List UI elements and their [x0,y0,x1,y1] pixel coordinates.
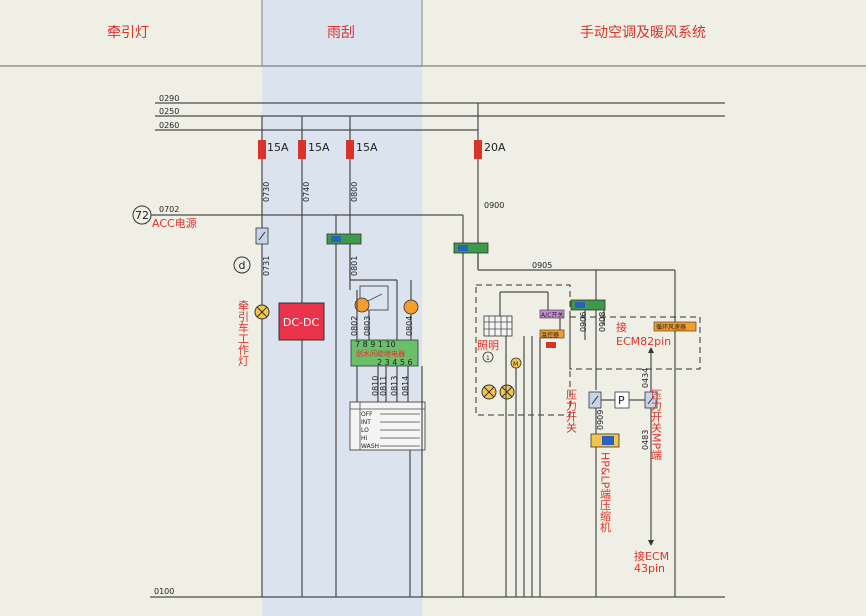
connect-ecm43-a: 接ECM [634,550,669,563]
header-traction-lamp: 牵引灯 [107,25,149,41]
acc-power-line: 72 0702 ACC电源 [132,205,463,230]
wire-label-0290: 0290 [159,94,179,103]
ecm82-pin-label: ECM82pin [616,335,671,348]
fuse-f3: 15A [346,140,378,159]
header-wiper: 雨刮 [327,25,355,41]
connect-ecm82-label: 接 [616,321,627,334]
dcdc-label: DC-DC [283,316,320,329]
temp-ctrl-label: 温控器 [541,331,559,339]
d-circle-label: d [239,259,246,272]
wiper-circuit: 0801 0802 0803 0804 7 8 9 1 10 刮水间歇继电器 2… [326,215,426,597]
hvac-circuit: 0905 照明 A/C开关 温控器 0906 0908 循 [453,215,701,597]
fuse-f2: 15A [298,140,330,159]
wire-label-0483: 0483 [641,430,650,450]
fuse-f3-label: 15A [356,141,378,154]
wire-label-0908: 0908 [598,312,607,332]
fuse-f1-label: 15A [267,141,289,154]
lighting-label: 照明 [477,339,499,352]
p-label: P [618,394,625,407]
wiper-switch-table [349,401,426,451]
fuse-f1: 15A [258,140,289,159]
cycle-switch-label: 循环风速器 [656,323,686,331]
wire-label-0909: 0909 [596,410,605,430]
relay-pins-bottom: 2 3 4 5 6 [377,358,413,367]
header-hvac: 手动空调及暖风系统 [580,25,706,41]
wire-label-0804: 0804 [405,316,414,336]
wire-label-0740: 0740 [302,182,311,202]
wire-label-0434: 0434 [641,368,650,388]
traction-work-lamp-label: 牵引车工作灯 [237,300,250,366]
motor-m-label: M [513,361,518,368]
wire-label-0811: 0811 [379,376,388,396]
connect-ecm43-b: 43pin [634,562,665,575]
wire-label-0731: 0731 [262,256,271,276]
pressure-switch-1-label: 压力开关 [565,389,578,434]
wire-label-0900: 0900 [484,201,504,210]
wire-label-0702: 0702 [159,205,179,214]
wire-label-0730: 0730 [262,182,271,202]
fuse-f4-label: 20A [484,141,506,154]
wiper-relay-label: 刮水间歇继电器 [356,349,405,358]
wire-label-0906: 0906 [579,312,588,332]
wiper-relay [350,339,419,367]
acc-circle-label: 72 [135,209,149,222]
wire-label-0810: 0810 [371,376,380,396]
acc-power-label: ACC电源 [152,216,197,230]
relay-pins-top: 7 8 9 1 10 [355,340,396,349]
compressor-label: HP&LP端压缩机 [599,452,612,532]
wiper-row-int: INT [361,419,371,426]
wire-label-0803: 0803 [363,316,372,336]
wire-label-0260: 0260 [159,121,179,130]
wire-label-0905: 0905 [532,261,552,270]
fuse-f4: 20A [474,140,506,159]
wire-label-0800: 0800 [350,182,359,202]
wiper-row-hi: HI [361,435,368,442]
pressure-switch-mp-label: 压力开关MP端 [650,389,663,461]
traction-lamp-circuit: 0731 d 牵引车工作灯 [233,227,271,366]
wiper-row-off: OFF [361,411,373,418]
circle-1-label: 1 [486,355,490,362]
header-row: 牵引灯 雨刮 手动空调及暖风系统 [0,0,866,67]
wire-label-0100: 0100 [154,587,174,596]
fuse-f2-label: 15A [308,141,330,154]
wire-label-0250: 0250 [159,107,179,116]
wiper-row-lo: LO [361,427,369,434]
dcdc-converter: DC-DC [278,302,325,341]
wiper-row-wash: WASH [361,443,379,450]
wire-label-0814: 0814 [401,376,410,396]
power-buses: 0290 0250 0260 [155,94,725,131]
wire-label-0813: 0813 [390,376,399,396]
ac-switch-label: A/C开关 [541,311,563,319]
ground-bus: 0100 [150,587,725,598]
wire-label-0801: 0801 [350,256,359,276]
wire-label-0802: 0802 [350,316,359,336]
